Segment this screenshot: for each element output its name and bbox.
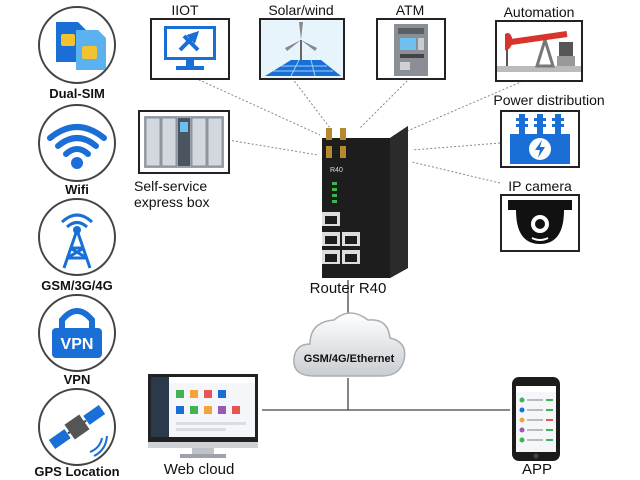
transformer-icon: [510, 114, 570, 164]
gsm-label: GSM/3G/4G: [41, 278, 113, 293]
power-distribution-box: [500, 110, 580, 168]
wifi-label: Wifi: [65, 182, 89, 197]
app-label: APP: [521, 461, 552, 478]
svg-text:VPN: VPN: [61, 336, 94, 353]
vpn-label: VPN: [63, 372, 91, 387]
wifi-circle: [38, 104, 116, 182]
satellite-icon: [47, 403, 108, 457]
dual-sim-label: Dual-SIM: [49, 86, 105, 101]
web-cloud-label: Web cloud: [163, 461, 235, 478]
wind-turbine-icon: [261, 20, 343, 78]
dual-sim-circle: [38, 6, 116, 84]
cloud-label: GSM/4G/Ethernet: [303, 353, 395, 365]
router-label: Router R40: [309, 280, 387, 297]
sim-card-icon: [56, 22, 106, 70]
network-cloud: [288, 306, 410, 382]
link-express: [227, 139, 319, 156]
dome-camera-icon: [508, 200, 572, 244]
phone-device: [510, 376, 562, 462]
vpn-lock-icon: VPN: [52, 308, 102, 358]
atm-machine-icon: [394, 24, 428, 76]
express-box-label-line1: Self-service: [134, 178, 208, 194]
web-cloud-monitor: [146, 372, 260, 460]
link-atm: [359, 77, 411, 129]
atm-label: ATM: [395, 2, 425, 18]
express-box-label-line2: express box: [134, 194, 210, 210]
express-box-box: [138, 110, 230, 174]
wifi-icon: [47, 124, 107, 169]
router-r40-image: R40: [322, 126, 408, 278]
automation-box: [495, 20, 583, 82]
ip-camera-box: [500, 194, 580, 252]
link-solar: [291, 77, 331, 129]
express-box-label: Self-service express box: [134, 178, 234, 210]
link-power: [411, 142, 501, 151]
iiot-label: IIOT: [171, 2, 199, 18]
router-device: R40: [310, 122, 420, 280]
solar-wind-label: Solar/wind: [268, 2, 334, 18]
link-camera: [411, 161, 501, 184]
gps-circle: [38, 388, 116, 466]
link-iiot: [194, 77, 321, 136]
solar-wind-box: [259, 18, 345, 80]
link-automation: [404, 77, 531, 133]
automation-label: Automation: [503, 4, 575, 20]
smartphone-icon: [512, 377, 560, 461]
iiot-box: [150, 18, 230, 80]
gps-label: GPS Location: [34, 464, 120, 479]
atm-box: [376, 18, 446, 80]
gsm-circle: [38, 198, 116, 276]
ip-camera-label: IP camera: [508, 178, 572, 194]
vpn-circle: VPN: [38, 294, 116, 372]
cloud-icon: [293, 312, 406, 377]
cell-tower-icon: [60, 213, 94, 269]
router-model-mark: R40: [330, 167, 343, 174]
locker-icon: [144, 116, 224, 168]
oil-pump-icon: [497, 31, 581, 72]
monitor-icon: [148, 374, 258, 458]
iiot-monitor-icon: [164, 26, 216, 70]
power-distribution-label: Power distribution: [493, 92, 605, 108]
